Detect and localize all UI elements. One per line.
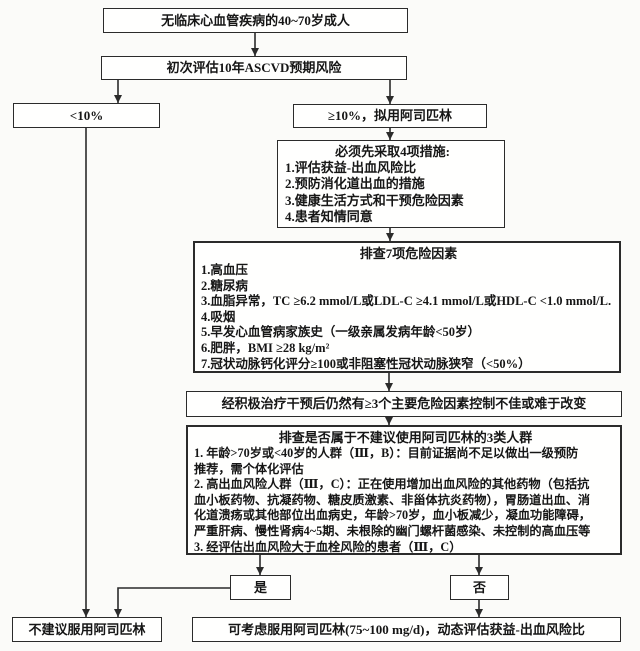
node-low-risk: <10%: [13, 103, 160, 128]
node-start-label: 无临床心血管疾病的40~70岁成人: [161, 12, 350, 28]
node-exclusion-groups-title: 排查是否属于不建议使用阿司匹林的3类人群: [278, 430, 533, 445]
exclusion-line: 严重肝病、慢性肾病4~5期、未根除的幽门螺杆菌感染、未控制的高血压等: [194, 523, 591, 538]
node-high-risk-label: ≥10%，拟用阿司匹林: [327, 108, 453, 123]
measure-item: 3.健康生活方式和干预危险因素: [285, 192, 464, 208]
node-consider-aspirin: 可考虑服用阿司匹林(75~100 mg/d)，动态评估获益-出血风险比: [192, 617, 621, 642]
node-four-measures: 必须先采取4项措施: 1.评估获益-出血风险比 2.预防消化道出血的措施 3.健…: [277, 140, 505, 228]
node-seven-risk-factors-title: 排查7项危险因素: [359, 246, 458, 261]
risk-factor-item: 2.糖尿病: [201, 278, 248, 293]
measure-item: 1.评估获益-出血风险比: [285, 160, 417, 175]
risk-factor-item: 6.肥胖，BMI ≥28 kg/m²: [201, 340, 330, 355]
node-yes: 是: [230, 575, 291, 600]
node-start: 无临床心血管疾病的40~70岁成人: [103, 8, 408, 33]
node-not-recommended: 不建议服用阿司匹林: [12, 617, 162, 642]
exclusion-line: 化道溃疡或其他部位出血病史，年龄>70岁，血小板减少，凝血功能障碍，: [194, 508, 591, 523]
node-persistent-risk: 经积极治疗干预后仍然有≥3个主要危险因素控制不佳或难于改变: [186, 391, 622, 417]
node-consider-aspirin-label: 可考虑服用阿司匹林(75~100 mg/d)，动态评估获益-出血风险比: [228, 621, 585, 637]
risk-factor-item: 4.吸烟: [201, 309, 236, 324]
node-high-risk: ≥10%，拟用阿司匹林: [293, 104, 487, 128]
node-no: 否: [450, 575, 509, 600]
risk-factor-item: 7.冠状动脉钙化评分≥100或非阻塞性冠状动脉狭窄（<50%）: [201, 356, 531, 371]
exclusion-line: 1. 年龄>70岁或<40岁的人群（Ⅲ，B）：目前证据尚不足以做出一级预防: [194, 446, 579, 460]
node-assess-risk-label: 初次评估10年ASCVD预期风险: [166, 60, 342, 75]
measure-item: 2.预防消化道出血的措施: [285, 176, 425, 192]
risk-factor-item: 5.早发心血管病家族史（一级亲属发病年龄<50岁）: [201, 325, 480, 340]
exclusion-line: 推荐，需个体化评估: [194, 461, 304, 476]
connector-yes-to-notrec: [114, 587, 230, 617]
node-low-risk-label: <10%: [69, 107, 104, 123]
measure-item: 4.患者知情同意: [285, 209, 373, 225]
node-persistent-risk-label: 经积极治疗干预后仍然有≥3个主要危险因素控制不佳或难于改变: [221, 396, 587, 411]
node-exclusion-groups: 排查是否属于不建议使用阿司匹林的3类人群 1. 年龄>70岁或<40岁的人群（Ⅲ…: [186, 425, 622, 555]
node-not-recommended-label: 不建议服用阿司匹林: [28, 621, 146, 637]
exclusion-line: 血小板药物、抗凝药物、糖皮质激素、非甾体抗炎药物），胃肠道出血、消: [194, 492, 591, 507]
node-no-label: 否: [472, 579, 486, 595]
exclusion-line: 3. 经评估出血风险大于血栓风险的患者（Ⅲ，C）: [194, 539, 462, 554]
node-yes-label: 是: [253, 579, 267, 595]
exclusion-line: 2. 高出血风险人群（Ⅲ，C）：正在使用增加出血风险的其他药物（包括抗: [194, 477, 590, 492]
risk-factor-item: 3.血脂异常，TC ≥6.2 mmol/L或LDL-C ≥4.1 mmol/L或…: [201, 294, 612, 309]
node-seven-risk-factors: 排查7项危险因素 1.高血压 2.糖尿病 3.血脂异常，TC ≥6.2 mmol…: [193, 241, 621, 373]
node-four-measures-title: 必须先采取4项措施:: [335, 144, 450, 159]
node-assess-risk: 初次评估10年ASCVD预期风险: [101, 56, 407, 80]
risk-factor-item: 1.高血压: [201, 263, 248, 277]
